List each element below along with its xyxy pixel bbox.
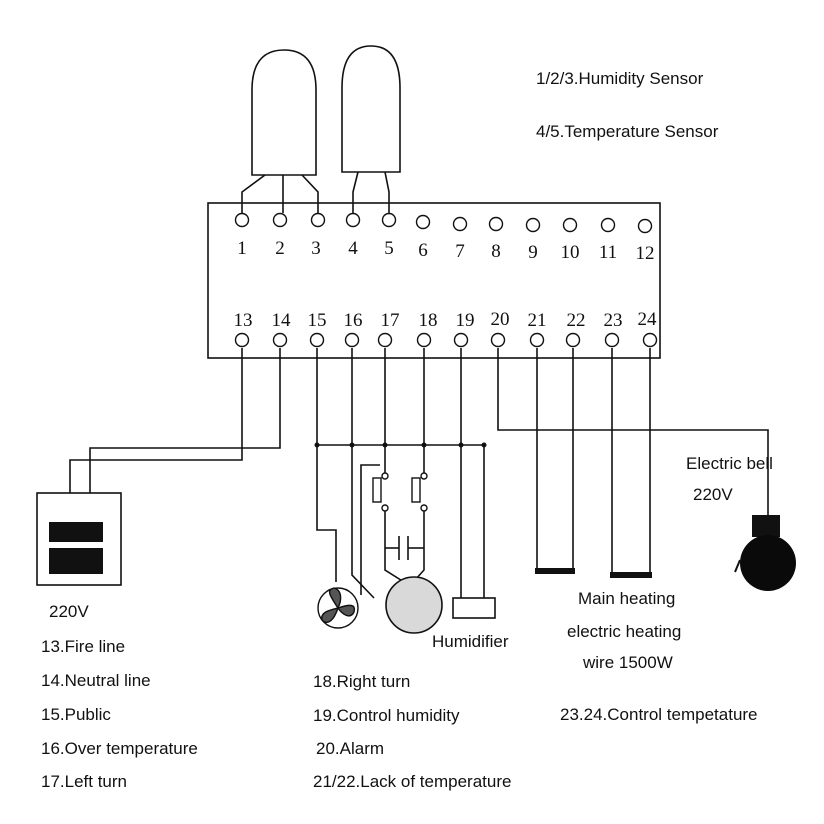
temperature-sensor-note: 4/5.Temperature Sensor xyxy=(536,122,719,141)
terminal-label-12: 12 xyxy=(636,243,655,264)
terminal-label-23: 23 xyxy=(604,310,623,331)
note-18: 18.Right turn xyxy=(313,672,411,691)
terminal-label-4: 4 xyxy=(348,238,358,259)
motor-icon xyxy=(385,576,443,634)
terminal-label-8: 8 xyxy=(491,241,501,262)
terminal-label-20: 20 xyxy=(491,309,510,330)
note-16: 16.Over temperature xyxy=(41,739,198,758)
controller-terminal-block xyxy=(207,202,661,359)
note-14: 14.Neutral line xyxy=(41,671,151,690)
note-17: 17.Left turn xyxy=(41,772,128,791)
terminal-label-10: 10 xyxy=(561,242,580,263)
power-voltage-label: 220V xyxy=(49,602,89,621)
heater-label-line-3: wire 1500W xyxy=(583,653,673,672)
terminal-label-17: 17 xyxy=(381,310,400,331)
terminal-label-16: 16 xyxy=(344,310,363,331)
terminal-label-24: 24 xyxy=(638,309,658,330)
temperature-sensor xyxy=(341,45,401,173)
bell-label: Electric bell xyxy=(686,454,773,473)
terminal-label-7: 7 xyxy=(455,241,465,262)
terminal-label-21: 21 xyxy=(528,310,547,331)
note-20: 20.Alarm xyxy=(316,739,385,758)
humidity-sensor-note: 1/2/3.Humidity Sensor xyxy=(536,69,704,88)
humidity-sensor xyxy=(251,49,317,176)
terminal-label-3: 3 xyxy=(311,238,321,259)
terminal-label-14: 14 xyxy=(272,310,292,331)
terminal-label-22: 22 xyxy=(567,310,586,331)
heater-element-2 xyxy=(610,572,652,578)
note-13: 13.Fire line xyxy=(41,637,126,656)
bottom-terminal-numbers: 13 14 15 16 17 18 19 20 21 22 23 24 xyxy=(234,309,658,331)
bell-icon xyxy=(734,515,796,591)
top-terminal-numbers: 1 2 3 4 5 6 7 8 9 10 11 12 xyxy=(237,238,654,264)
terminal-label-19: 19 xyxy=(456,310,475,331)
terminal-label-13: 13 xyxy=(234,310,253,331)
terminal-label-6: 6 xyxy=(418,240,428,261)
note-15: 15.Public xyxy=(41,705,111,724)
turn-switches xyxy=(372,472,428,512)
bell-voltage-label: 220V xyxy=(693,485,733,504)
heater-label-line-2: electric heating xyxy=(567,622,682,641)
terminal-label-15: 15 xyxy=(308,310,327,331)
heater-label-line-1: Main heating xyxy=(578,589,676,608)
heater-element-1 xyxy=(535,568,575,574)
humidifier-label: Humidifier xyxy=(432,632,509,651)
note-19: 19.Control humidity xyxy=(313,706,460,725)
terminal-label-5: 5 xyxy=(384,238,394,259)
power-supply xyxy=(36,492,122,586)
fan-icon xyxy=(317,587,359,629)
terminal-label-11: 11 xyxy=(599,242,617,263)
terminal-label-9: 9 xyxy=(528,242,538,263)
humidifier-box xyxy=(452,597,496,619)
terminal-label-2: 2 xyxy=(275,238,285,259)
note-21-22: 21/22.Lack of temperature xyxy=(313,772,512,791)
terminal-label-1: 1 xyxy=(237,238,247,259)
terminal-label-18: 18 xyxy=(419,310,438,331)
note-23-24: 23.24.Control tempetature xyxy=(560,705,758,724)
